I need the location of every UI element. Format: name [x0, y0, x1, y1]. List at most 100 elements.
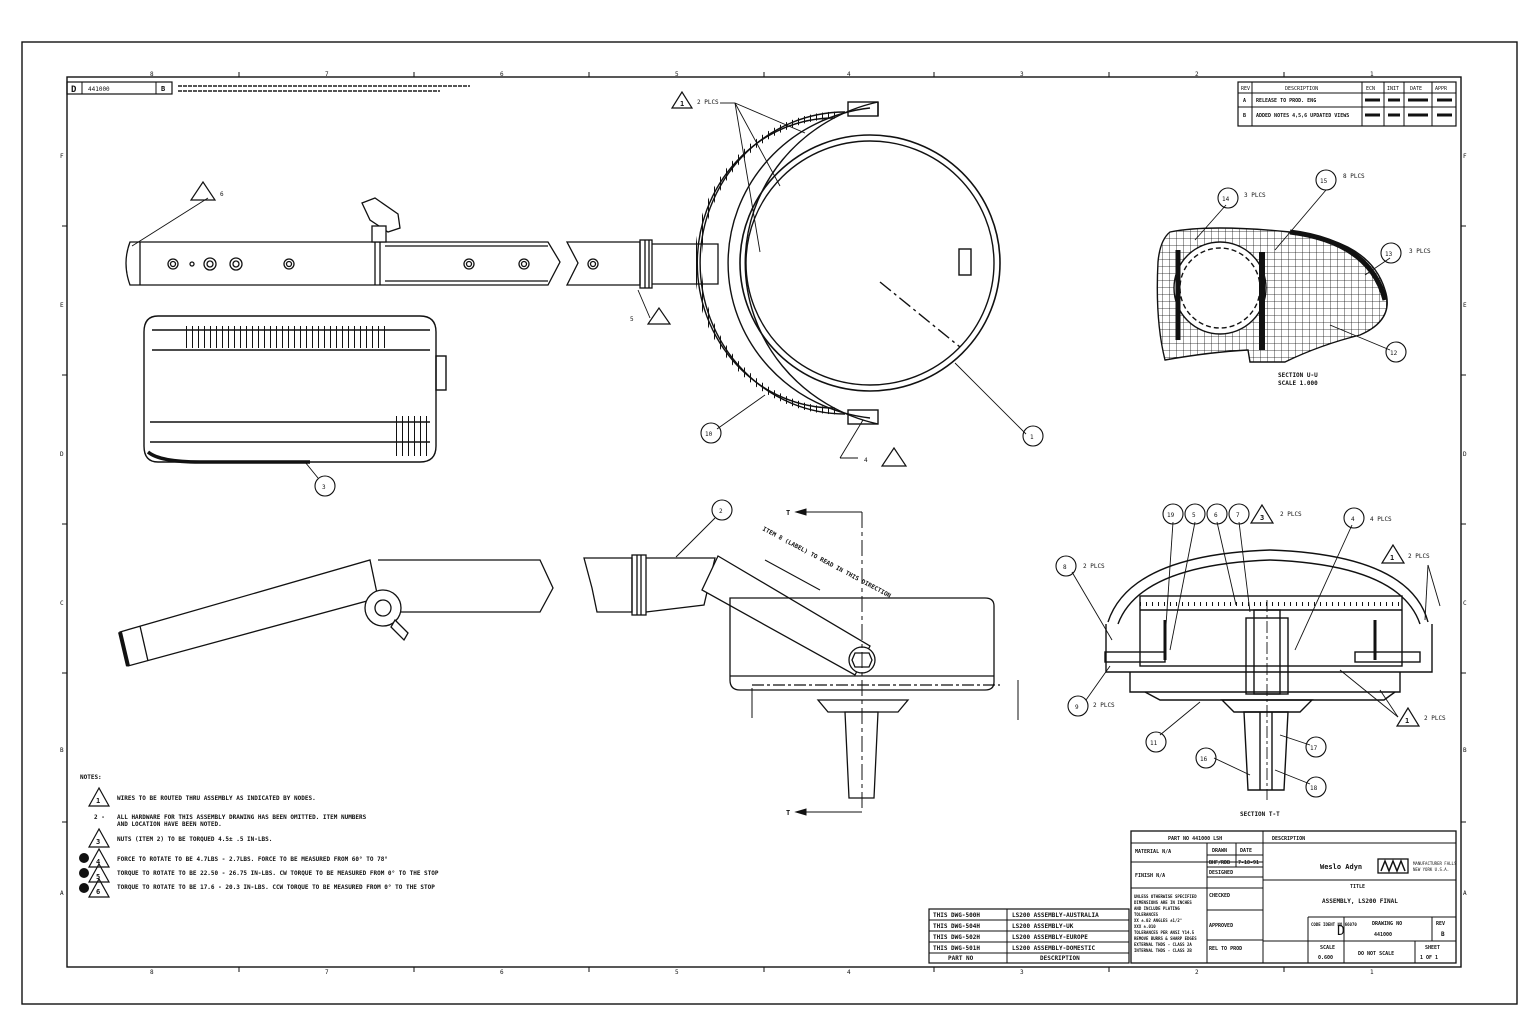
- section-u-u-callouts: 14 3 PLCS 15 8 PLCS 13 3 PLCS 12 SECTION…: [1217, 169, 1431, 387]
- tb-company-sub-1: MANUFACTURER FALLS: [1413, 861, 1457, 866]
- tb-tolerance-6: XXX ±.010: [1134, 924, 1156, 929]
- zone-right-a: A: [1463, 890, 1467, 897]
- section-u-u-view: [1156, 227, 1388, 363]
- balloon-11: [1145, 731, 1167, 753]
- balloon-12-num: 12: [1390, 350, 1398, 357]
- balloon-11-num: 11: [1150, 740, 1158, 747]
- zone-left-f: F: [60, 153, 64, 160]
- header-block: D 441000 B: [66, 81, 470, 95]
- zone-top-7: 7: [325, 71, 329, 78]
- note-4-rev-bubble: [79, 853, 89, 863]
- note-triangle-4-num: 4: [864, 457, 868, 464]
- plcs-1-tt-bottom: 2 PLCS: [1424, 715, 1446, 722]
- rev-col-description: DESCRIPTION: [1285, 86, 1318, 92]
- tb-drawn-date: 7-18-91: [1238, 860, 1259, 866]
- balloon-10-top: [700, 422, 722, 444]
- balloon-5-num: 5: [1192, 512, 1196, 519]
- balloon-4-num: 4: [1351, 516, 1355, 523]
- section-u-u-scale: SCALE 1.000: [1278, 380, 1318, 387]
- tb-checked: CHECKED: [1209, 893, 1230, 899]
- zone-bottom-1: 1: [1370, 969, 1374, 976]
- battery-box-view: [143, 315, 447, 479]
- note-2-text-a: ALL HARDWARE FOR THIS ASSEMBLY DRAWING H…: [117, 814, 367, 821]
- tb-date-label: DATE: [1240, 848, 1252, 854]
- balloon-15-num: 15: [1320, 178, 1328, 185]
- note-5-text: TORQUE TO ROTATE TO BE 22.50 - 26.75 IN-…: [117, 870, 439, 877]
- note-1-text: WIRES TO BE ROUTED THRU ASSEMBLY AS INDI…: [117, 795, 316, 802]
- parts-row-2-no: THIS DWG-504H: [933, 923, 980, 930]
- rev-col-rev: REV: [1241, 86, 1250, 92]
- leaders-top-view: [131, 102, 1027, 459]
- balloon-2: [711, 499, 733, 521]
- plcs-4: 4 PLCS: [1370, 516, 1392, 523]
- balloon-1-top-num: 1: [1030, 434, 1034, 441]
- revision-block: REV DESCRIPTION ECN INIT DATE APPR A REL…: [1237, 81, 1457, 127]
- balloon-6-num: 6: [1214, 512, 1218, 519]
- zone-top-6: 6: [500, 71, 504, 78]
- callouts-top-view: 1 2 PLCS 6 5 4 10 1: [189, 90, 1044, 467]
- parts-row-1-no: THIS DWG-500H: [933, 912, 980, 919]
- note-triangle-6-num: 6: [220, 191, 224, 198]
- zone-right-b: B: [1463, 747, 1467, 754]
- plcs-14: 3 PLCS: [1244, 192, 1266, 199]
- zone-top-5: 5: [675, 71, 679, 78]
- balloon-1-top: [1022, 425, 1044, 447]
- balloon-8: [1055, 555, 1077, 577]
- note-6-num: 6: [96, 888, 100, 896]
- zone-bottom-6: 6: [500, 969, 504, 976]
- plcs-15: 8 PLCS: [1343, 173, 1365, 180]
- tb-do-not-scale: DO NOT SCALE: [1358, 951, 1394, 957]
- note-2-text-b: AND LOCATION HAVE BEEN NOTED.: [117, 821, 222, 828]
- tb-drawing-no-label: DRAWING NO: [1372, 921, 1402, 927]
- note-6-text: TORQUE TO ROTATE TO BE 17.6 - 20.3 IN-LB…: [117, 884, 435, 891]
- balloon-2-num: 2: [719, 508, 723, 515]
- rev-b-rev: B: [1243, 113, 1246, 119]
- tb-material: MATERIAL N/A: [1135, 849, 1171, 855]
- zone-right-f: F: [1463, 153, 1467, 160]
- section-t-t-view: [1104, 549, 1433, 800]
- tb-title: ASSEMBLY, LS200 FINAL: [1322, 898, 1398, 905]
- zone-left-c: C: [60, 600, 64, 607]
- header-size: D: [71, 85, 77, 95]
- tb-part-no: PART NO 441000 LSH: [1168, 836, 1222, 842]
- note-triangle-1-tt-bottom-num: 1: [1405, 717, 1409, 725]
- balloon-9: [1067, 695, 1089, 717]
- note-4-triangle: [87, 847, 111, 868]
- balloon-10-top-num: 10: [705, 431, 713, 438]
- zone-right-e: E: [1463, 302, 1467, 309]
- zone-bottom-8: 8: [150, 969, 154, 976]
- rev-b-desc: ADDED NOTES 4,5,6 UPDATED VIEWS: [1256, 113, 1349, 119]
- zone-bottom-7: 7: [325, 969, 329, 976]
- tb-drawing-no: 441000: [1374, 932, 1392, 938]
- section-t-t-leaders: [1071, 521, 1441, 785]
- parts-footer-part-no: PART NO: [948, 955, 974, 962]
- tb-size: D: [1337, 924, 1345, 939]
- plcs-3-tt: 2 PLCS: [1280, 511, 1302, 518]
- label-direction-arrow: [764, 559, 821, 591]
- balloon-8-num: 8: [1063, 564, 1067, 571]
- balloon-14-num: 14: [1222, 196, 1230, 203]
- zone-right-c: C: [1463, 600, 1467, 607]
- balloon-15: [1315, 169, 1337, 191]
- note-4-text: FORCE TO ROTATE TO BE 4.7LBS - 2.7LBS. F…: [117, 856, 388, 863]
- balloon-9-num: 9: [1075, 704, 1079, 711]
- tb-drawn-label: DRAWN: [1212, 848, 1227, 854]
- tb-finish: FINISH N/A: [1135, 873, 1165, 879]
- note-triangle-5: [646, 306, 672, 325]
- zone-top-3: 3: [1020, 71, 1024, 78]
- zone-top-8: 8: [150, 71, 154, 78]
- tb-tolerance-4: TOLERANCES: [1134, 912, 1159, 917]
- plcs-1-tt-top: 2 PLCS: [1408, 553, 1430, 560]
- note-3-text: NUTS (ITEM 2) TO BE TORQUED 4.5± .5 IN-L…: [117, 836, 272, 843]
- tb-scale-label: SCALE: [1320, 945, 1335, 951]
- tb-tolerance-5: XX ±.02 ANGLES ±1/2°: [1134, 918, 1182, 923]
- note-triangle-1-tt-bottom: [1395, 706, 1421, 727]
- balloon-12: [1385, 341, 1407, 363]
- note-triangle-3: [1249, 503, 1275, 524]
- note-3-num: 3: [96, 838, 100, 846]
- header-dwg-no: 441000: [88, 86, 110, 93]
- zone-bottom-5: 5: [675, 969, 679, 976]
- title-block: PART NO 441000 LSH DESCRIPTION MATERIAL …: [1130, 830, 1457, 964]
- section-u-u-title: SECTION U-U: [1278, 372, 1318, 379]
- parts-footer-description: DESCRIPTION: [1040, 955, 1080, 962]
